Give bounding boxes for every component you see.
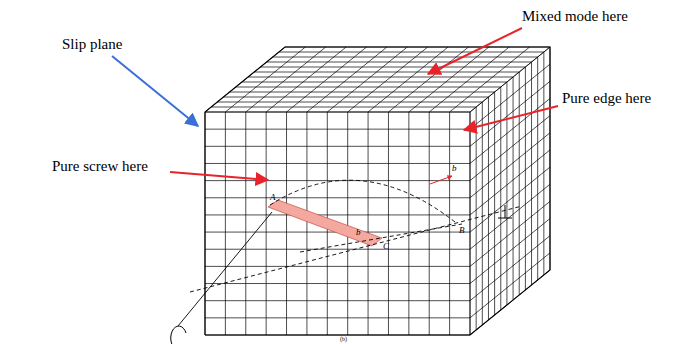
lattice-line (266, 112, 267, 335)
lattice-line (347, 112, 348, 335)
lattice-line (513, 77, 514, 300)
lattice-line (223, 97, 488, 98)
lattice-line (525, 67, 526, 290)
lattice-line (205, 163, 470, 164)
rotation-arrow (171, 326, 186, 344)
lattice-line (205, 283, 470, 284)
lattice-line (408, 112, 409, 335)
lattice-line (217, 102, 482, 103)
lattice-line (205, 249, 470, 250)
panel-label: (b) (340, 336, 347, 343)
lattice-line (519, 72, 520, 295)
lattice-line (260, 67, 525, 68)
lattice-line (205, 112, 470, 113)
lattice-line (205, 129, 470, 130)
point-letter: C (383, 242, 389, 252)
lattice-line (254, 72, 519, 73)
lattice-line (506, 82, 507, 305)
lattice-line (482, 102, 483, 325)
callout-label: Mixed mode here (522, 8, 628, 25)
lattice-line (306, 112, 307, 335)
lattice-line (543, 52, 544, 275)
point-letter: A (270, 193, 276, 203)
callout-label: Pure screw here (52, 158, 148, 175)
lattice-line (205, 146, 470, 147)
lattice-line (248, 77, 513, 78)
vector-letter: b (452, 164, 457, 174)
lattice-line (211, 107, 476, 108)
lattice-line (205, 112, 470, 113)
lattice-line (205, 317, 470, 318)
lattice-line (470, 112, 471, 335)
edge-dislocation-symbol (498, 205, 512, 218)
cube-outline (205, 47, 550, 335)
lattice-line (488, 97, 489, 320)
lattice-line (205, 300, 470, 301)
crystal-lattice-grid (205, 47, 550, 335)
lattice-line (470, 253, 550, 318)
lattice-line (267, 62, 532, 63)
lattice-line (429, 112, 430, 335)
lattice-line (388, 112, 389, 335)
lattice-line (537, 57, 538, 280)
lattice-line (205, 197, 470, 198)
lattice-line (279, 52, 544, 53)
lattice-line (286, 112, 287, 335)
burgers-vector-arrow (430, 176, 452, 184)
lattice-line (205, 214, 470, 215)
lattice-line (470, 47, 550, 112)
lattice-line (242, 82, 507, 83)
lattice-line (273, 57, 538, 58)
lattice-line (449, 112, 450, 335)
vector-letter: b (356, 228, 361, 238)
lattice-line (531, 62, 532, 285)
lattice-line (245, 112, 246, 335)
lattice-line (470, 112, 471, 335)
lattice-line (494, 92, 495, 315)
callout-arrows (112, 28, 558, 180)
lattice-line (230, 92, 495, 93)
slip-region (268, 200, 382, 246)
lattice-line (236, 87, 501, 88)
lattice-line (476, 107, 477, 330)
callout-label: Slip plane (62, 36, 122, 53)
point-letter: B (459, 226, 465, 236)
lattice-line (368, 112, 369, 335)
rotation-axis (178, 212, 272, 326)
lattice-line (225, 112, 226, 335)
dislocation-lines (190, 180, 522, 292)
callout-label: Pure edge here (562, 90, 651, 107)
lattice-line (205, 266, 470, 267)
